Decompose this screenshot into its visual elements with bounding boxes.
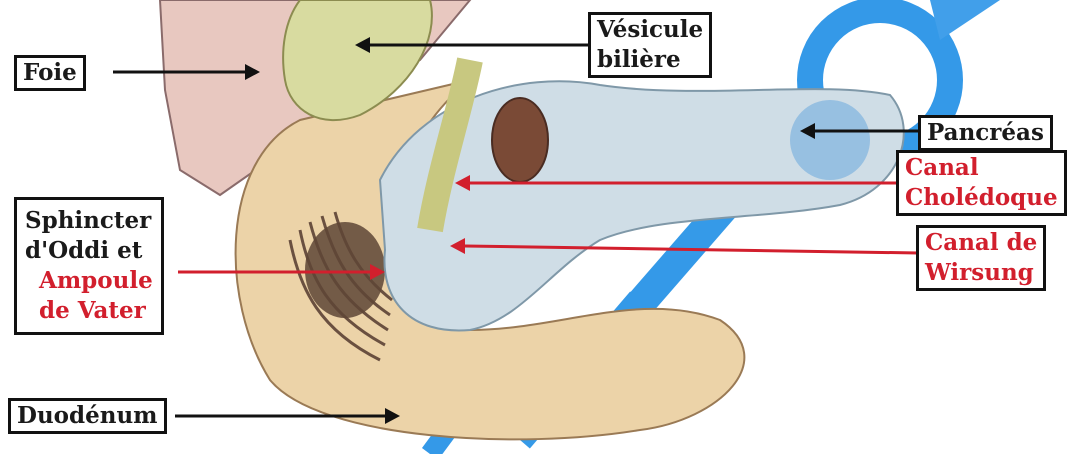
label-sphincter-line2: d'Oddi et	[25, 236, 153, 266]
label-ampoule-line2: de Vater	[25, 296, 153, 326]
label-sphincter-line1: Sphincter	[25, 206, 153, 236]
duct-opening-shape	[492, 98, 548, 182]
label-duodenum-text: Duodénum	[17, 402, 158, 429]
label-canal-choledoque: Canal Cholédoque	[896, 150, 1067, 216]
label-choledoque-line2: Cholédoque	[905, 183, 1058, 213]
label-foie-text: Foie	[23, 59, 77, 86]
label-vesicule-line2: bilière	[597, 45, 703, 75]
label-duodenum: Duodénum	[8, 398, 167, 434]
label-canal-wirsung: Canal de Wirsung	[916, 225, 1046, 291]
label-ampoule-line1: Ampoule	[25, 266, 153, 296]
label-wirsung-line1: Canal de	[925, 228, 1037, 258]
label-pancreas: Pancréas	[918, 115, 1053, 151]
label-foie: Foie	[14, 55, 86, 91]
label-choledoque-line1: Canal	[905, 153, 1058, 183]
label-wirsung-line2: Wirsung	[925, 258, 1037, 288]
label-vesicule-line1: Vésicule	[597, 15, 703, 45]
label-pancreas-text: Pancréas	[927, 119, 1044, 146]
label-vesicule: Vésicule bilière	[588, 12, 712, 78]
pancreas-tail-shape	[790, 100, 870, 180]
label-sphincter-ampoule: Sphincter d'Oddi et Ampoule de Vater	[14, 197, 164, 335]
